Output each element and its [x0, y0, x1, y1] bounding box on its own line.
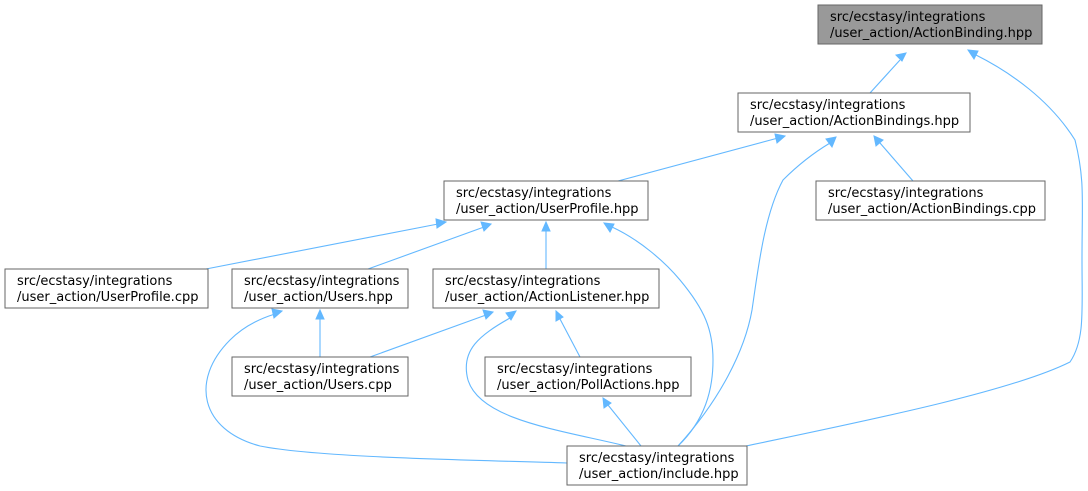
- node-actionbinding-hpp-line2: /user_action/ActionBinding.hpp: [830, 26, 1032, 41]
- edge-users-cpp-to-actionlistener-hpp: [369, 309, 495, 358]
- node-userprofile-cpp-box: [4, 268, 209, 309]
- edge-users-cpp-to-users-hpp: [315, 308, 325, 357]
- node-pollactions-hpp[interactable]: src/ecstasy/integrations /user_action/Po…: [484, 356, 692, 397]
- node-pollactions-hpp-box: [484, 356, 692, 397]
- node-include-hpp-box: [566, 445, 748, 486]
- node-actionlistener-hpp-line1: src/ecstasy/integrations: [445, 274, 601, 289]
- node-userprofile-hpp-line1: src/ecstasy/integrations: [456, 186, 612, 201]
- node-actionbindings-hpp-line2: /user_action/ActionBindings.hpp: [750, 114, 959, 129]
- node-users-cpp-box: [231, 356, 409, 397]
- node-userprofile-cpp[interactable]: src/ecstasy/integrations /user_action/Us…: [4, 268, 209, 309]
- node-actionbinding-hpp-box: [817, 4, 1043, 45]
- node-users-hpp-box: [231, 268, 409, 309]
- node-users-hpp-line2: /user_action/Users.hpp: [244, 290, 393, 305]
- node-actionlistener-hpp-line2: /user_action/ActionListener.hpp: [445, 290, 649, 305]
- node-userprofile-cpp-line1: src/ecstasy/integrations: [17, 274, 173, 289]
- node-users-cpp-line2: /user_action/Users.cpp: [244, 378, 392, 393]
- edge-userprofile-hpp-to-actionbindings-hpp: [617, 133, 787, 182]
- edge-include-hpp-to-userprofile-hpp: [602, 222, 714, 447]
- node-actionbinding-hpp[interactable]: src/ecstasy/integrations /user_action/Ac…: [817, 4, 1043, 45]
- node-userprofile-hpp[interactable]: src/ecstasy/integrations /user_action/Us…: [443, 180, 649, 221]
- node-include-hpp-line1: src/ecstasy/integrations: [579, 451, 735, 466]
- node-actionbindings-hpp[interactable]: src/ecstasy/integrations /user_action/Ac…: [737, 92, 971, 133]
- edge-include-hpp-to-pollactions-hpp: [602, 397, 642, 447]
- node-userprofile-cpp-line2: /user_action/UserProfile.cpp: [17, 290, 198, 305]
- node-userprofile-hpp-line2: /user_action/UserProfile.hpp: [456, 202, 639, 217]
- node-actionlistener-hpp[interactable]: src/ecstasy/integrations /user_action/Ac…: [432, 268, 660, 309]
- node-users-hpp-line1: src/ecstasy/integrations: [244, 274, 400, 289]
- node-actionbinding-hpp-line1: src/ecstasy/integrations: [830, 10, 986, 25]
- edge-actionlistener-hpp-to-userprofile-hpp: [541, 220, 551, 269]
- node-actionbindings-cpp[interactable]: src/ecstasy/integrations /user_action/Ac…: [815, 180, 1046, 221]
- edge-actionbindings-hpp-to-actionbinding-hpp: [869, 52, 907, 94]
- edge-include-hpp-to-actionlistener-hpp: [465, 310, 627, 447]
- node-userprofile-hpp-box: [443, 180, 649, 221]
- node-pollactions-hpp-line2: /user_action/PollActions.hpp: [497, 378, 680, 393]
- edge-actionbindings-cpp-to-actionbindings-hpp: [873, 135, 914, 182]
- edge-users-hpp-to-userprofile-hpp: [367, 221, 493, 270]
- edge-pollactions-hpp-to-actionlistener-hpp: [555, 309, 581, 358]
- edge-userprofile-cpp-to-userprofile-hpp: [205, 218, 448, 270]
- edge-include-hpp-to-actionbinding-hpp: [745, 49, 1083, 447]
- nodes: src/ecstasy/integrations /user_action/Ac…: [4, 4, 1046, 486]
- node-actionbindings-hpp-box: [737, 92, 971, 133]
- node-actionlistener-hpp-box: [432, 268, 660, 309]
- node-users-hpp[interactable]: src/ecstasy/integrations /user_action/Us…: [231, 268, 409, 309]
- node-users-cpp-line1: src/ecstasy/integrations: [244, 362, 400, 377]
- edges: [205, 49, 1083, 464]
- node-pollactions-hpp-line1: src/ecstasy/integrations: [497, 362, 653, 377]
- node-actionbindings-cpp-line2: /user_action/ActionBindings.cpp: [828, 202, 1036, 217]
- node-users-cpp[interactable]: src/ecstasy/integrations /user_action/Us…: [231, 356, 409, 397]
- node-actionbindings-cpp-box: [815, 180, 1046, 221]
- node-actionbindings-hpp-line1: src/ecstasy/integrations: [750, 98, 906, 113]
- edge-include-hpp-to-actionbindings-hpp: [677, 136, 837, 447]
- edge-include-hpp-to-users-hpp: [205, 308, 568, 464]
- node-include-hpp[interactable]: src/ecstasy/integrations /user_action/in…: [566, 445, 748, 486]
- node-actionbindings-cpp-line1: src/ecstasy/integrations: [828, 186, 984, 201]
- node-include-hpp-line2: /user_action/include.hpp: [579, 467, 739, 482]
